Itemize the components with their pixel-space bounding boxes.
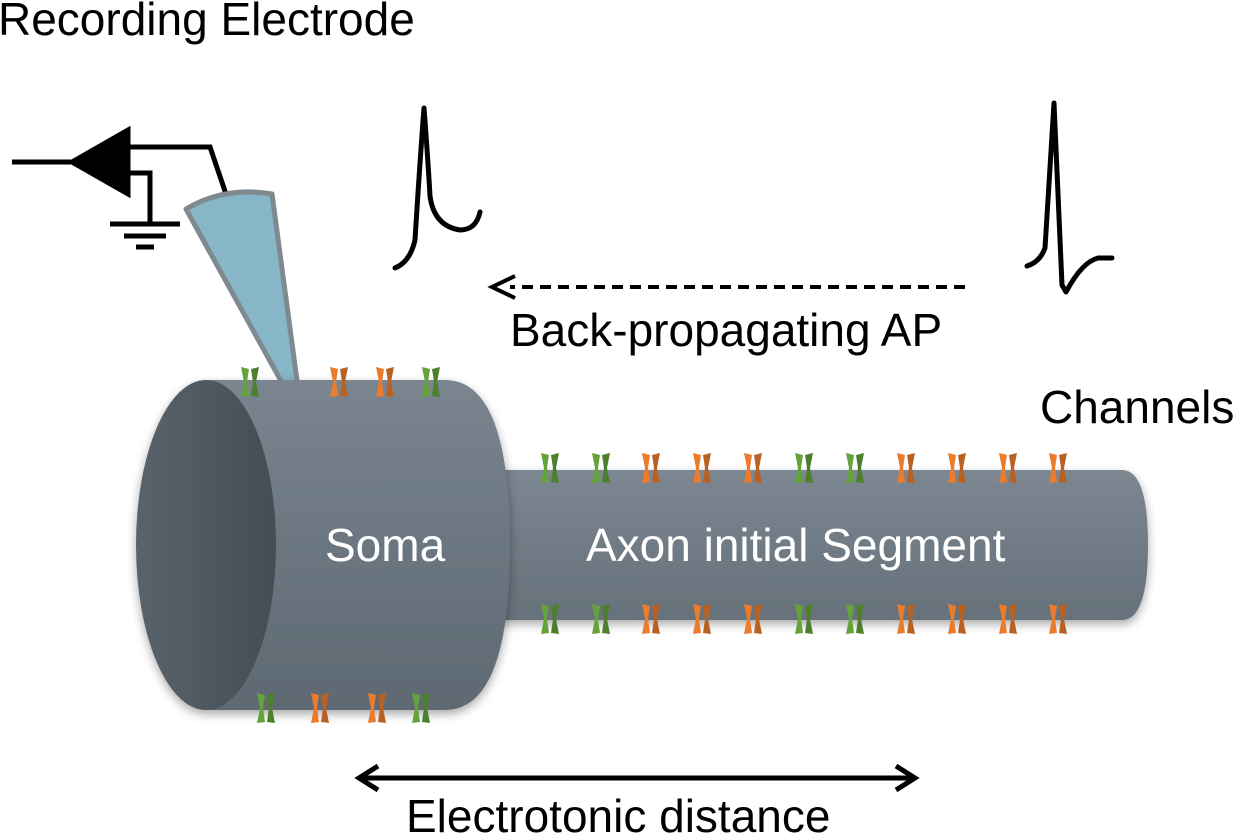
channels-label: Channels [1040, 381, 1234, 433]
distance-label: Electrotonic distance [406, 790, 830, 837]
axon-bottom-channel-10 [999, 604, 1017, 634]
axon-bottom-channel-7 [846, 604, 864, 634]
action-potential-axon-trace [1024, 100, 1115, 295]
channels-layer [241, 367, 1067, 723]
axon-bottom-channel-5 [744, 604, 762, 634]
soma-face [136, 380, 276, 710]
axon-bottom-channel-1 [541, 604, 559, 634]
soma-bottom-channel-4 [412, 693, 430, 723]
axon-bottom-channel-2 [592, 604, 610, 634]
axon-label: Axon initial Segment [586, 519, 1006, 571]
electrode-pipette [183, 189, 301, 393]
action-potential-soma-trace [392, 105, 483, 271]
soma-top-channel-3 [376, 367, 394, 397]
axon-bottom-channel-6 [795, 604, 813, 634]
ground-icon [110, 221, 180, 250]
soma-top-channel-4 [422, 367, 440, 397]
soma [136, 380, 510, 710]
axon-top-channel-9 [948, 453, 966, 483]
axon-top-channel-3 [642, 453, 660, 483]
axon-top-channel-7 [846, 453, 864, 483]
axon-bottom-channel-3 [642, 604, 660, 634]
soma-top-channel-1 [241, 367, 259, 397]
soma-bottom-channel-2 [311, 693, 329, 723]
back-propagating-arrow-icon [487, 274, 965, 300]
soma-bottom-channel-3 [368, 693, 386, 723]
back-propagating-label: Back-propagating AP [510, 304, 942, 356]
axon-top-channel-4 [693, 453, 711, 483]
axon-top-channel-5 [744, 453, 762, 483]
axon-initial-segment [470, 470, 1148, 620]
axon-top-channel-2 [592, 453, 610, 483]
axon-bottom-channel-11 [1049, 604, 1067, 634]
distance-arrow-icon [354, 763, 920, 793]
axon-top-channel-8 [897, 453, 915, 483]
axon-top-channel-1 [541, 453, 559, 483]
axon-bottom-channel-8 [897, 604, 915, 634]
soma-label: Soma [325, 519, 446, 571]
axon-top-channel-11 [1049, 453, 1067, 483]
axon-bottom-channel-4 [693, 604, 711, 634]
axon-top-channel-6 [795, 453, 813, 483]
soma-top-channel-2 [330, 367, 348, 397]
axon-top-channel-10 [999, 453, 1017, 483]
axon-bottom-channel-9 [948, 604, 966, 634]
soma-bottom-channel-1 [257, 693, 275, 723]
recording-electrode-label: Recording Electrode [0, 0, 415, 45]
